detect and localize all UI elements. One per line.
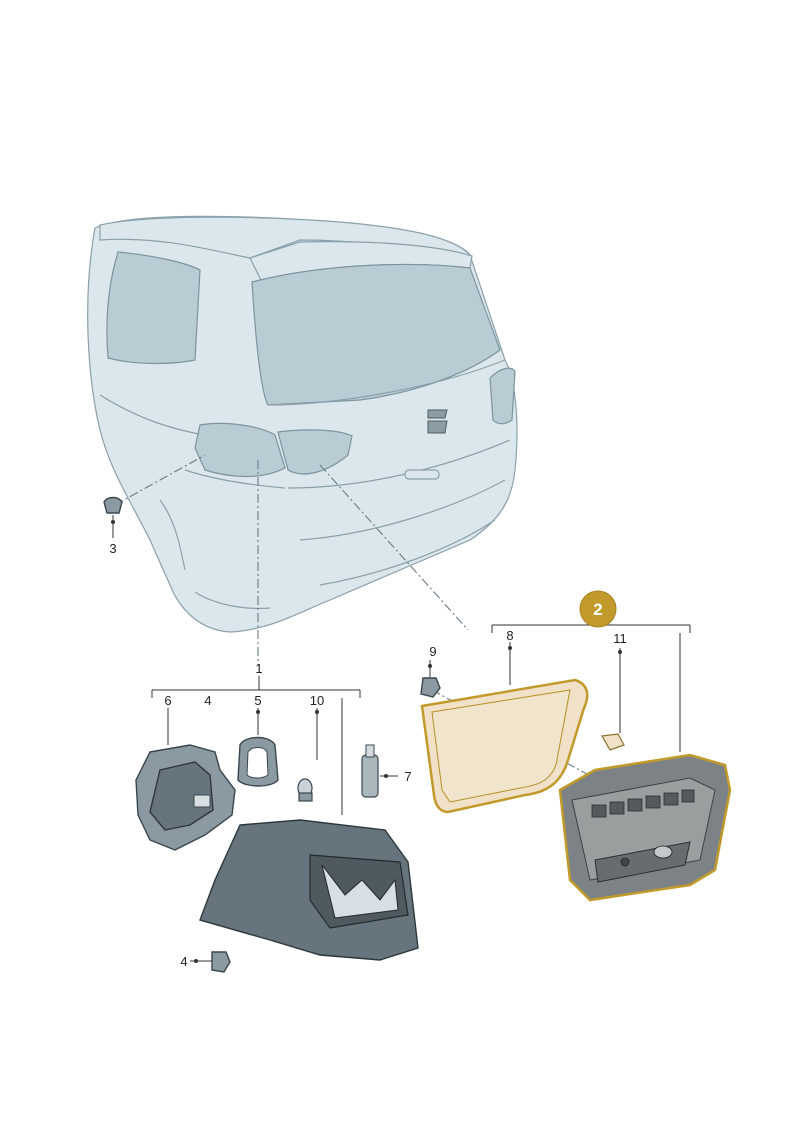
- part-8-gasket: [420, 642, 589, 814]
- callout-5: 5: [254, 693, 261, 708]
- part-6-socket: [135, 708, 236, 851]
- part-9-nut: [420, 660, 441, 698]
- callout-11: 11: [613, 631, 627, 646]
- callout-2: 2: [593, 600, 602, 619]
- seat-logo-icon: [427, 409, 448, 434]
- callout-1: 1: [255, 661, 262, 676]
- vehicle-rear-view: [87, 215, 518, 633]
- callout-7: 7: [404, 769, 411, 784]
- callout-10: 10: [310, 693, 324, 708]
- part-5-gasket: [237, 708, 279, 787]
- callout-8: 8: [506, 628, 513, 643]
- part-7-holder: [361, 744, 398, 798]
- part-1-tail-light: [199, 819, 419, 961]
- part-10-bulb: [297, 708, 319, 802]
- callout-badge-2: 2: [579, 590, 617, 628]
- projection-lines: [114, 454, 599, 781]
- part-2-inner-tail-light: [558, 753, 732, 902]
- bracket-group-1: [151, 676, 361, 815]
- callout-9: 9: [429, 644, 436, 659]
- callout-4-top: 4: [204, 693, 211, 708]
- part-11-bulb: [601, 648, 625, 751]
- callout-4-bottom: 4: [180, 954, 187, 969]
- part-3-clip: [103, 496, 123, 538]
- callout-6: 6: [164, 693, 171, 708]
- callout-3: 3: [109, 541, 116, 556]
- part-4-nut: [190, 951, 231, 973]
